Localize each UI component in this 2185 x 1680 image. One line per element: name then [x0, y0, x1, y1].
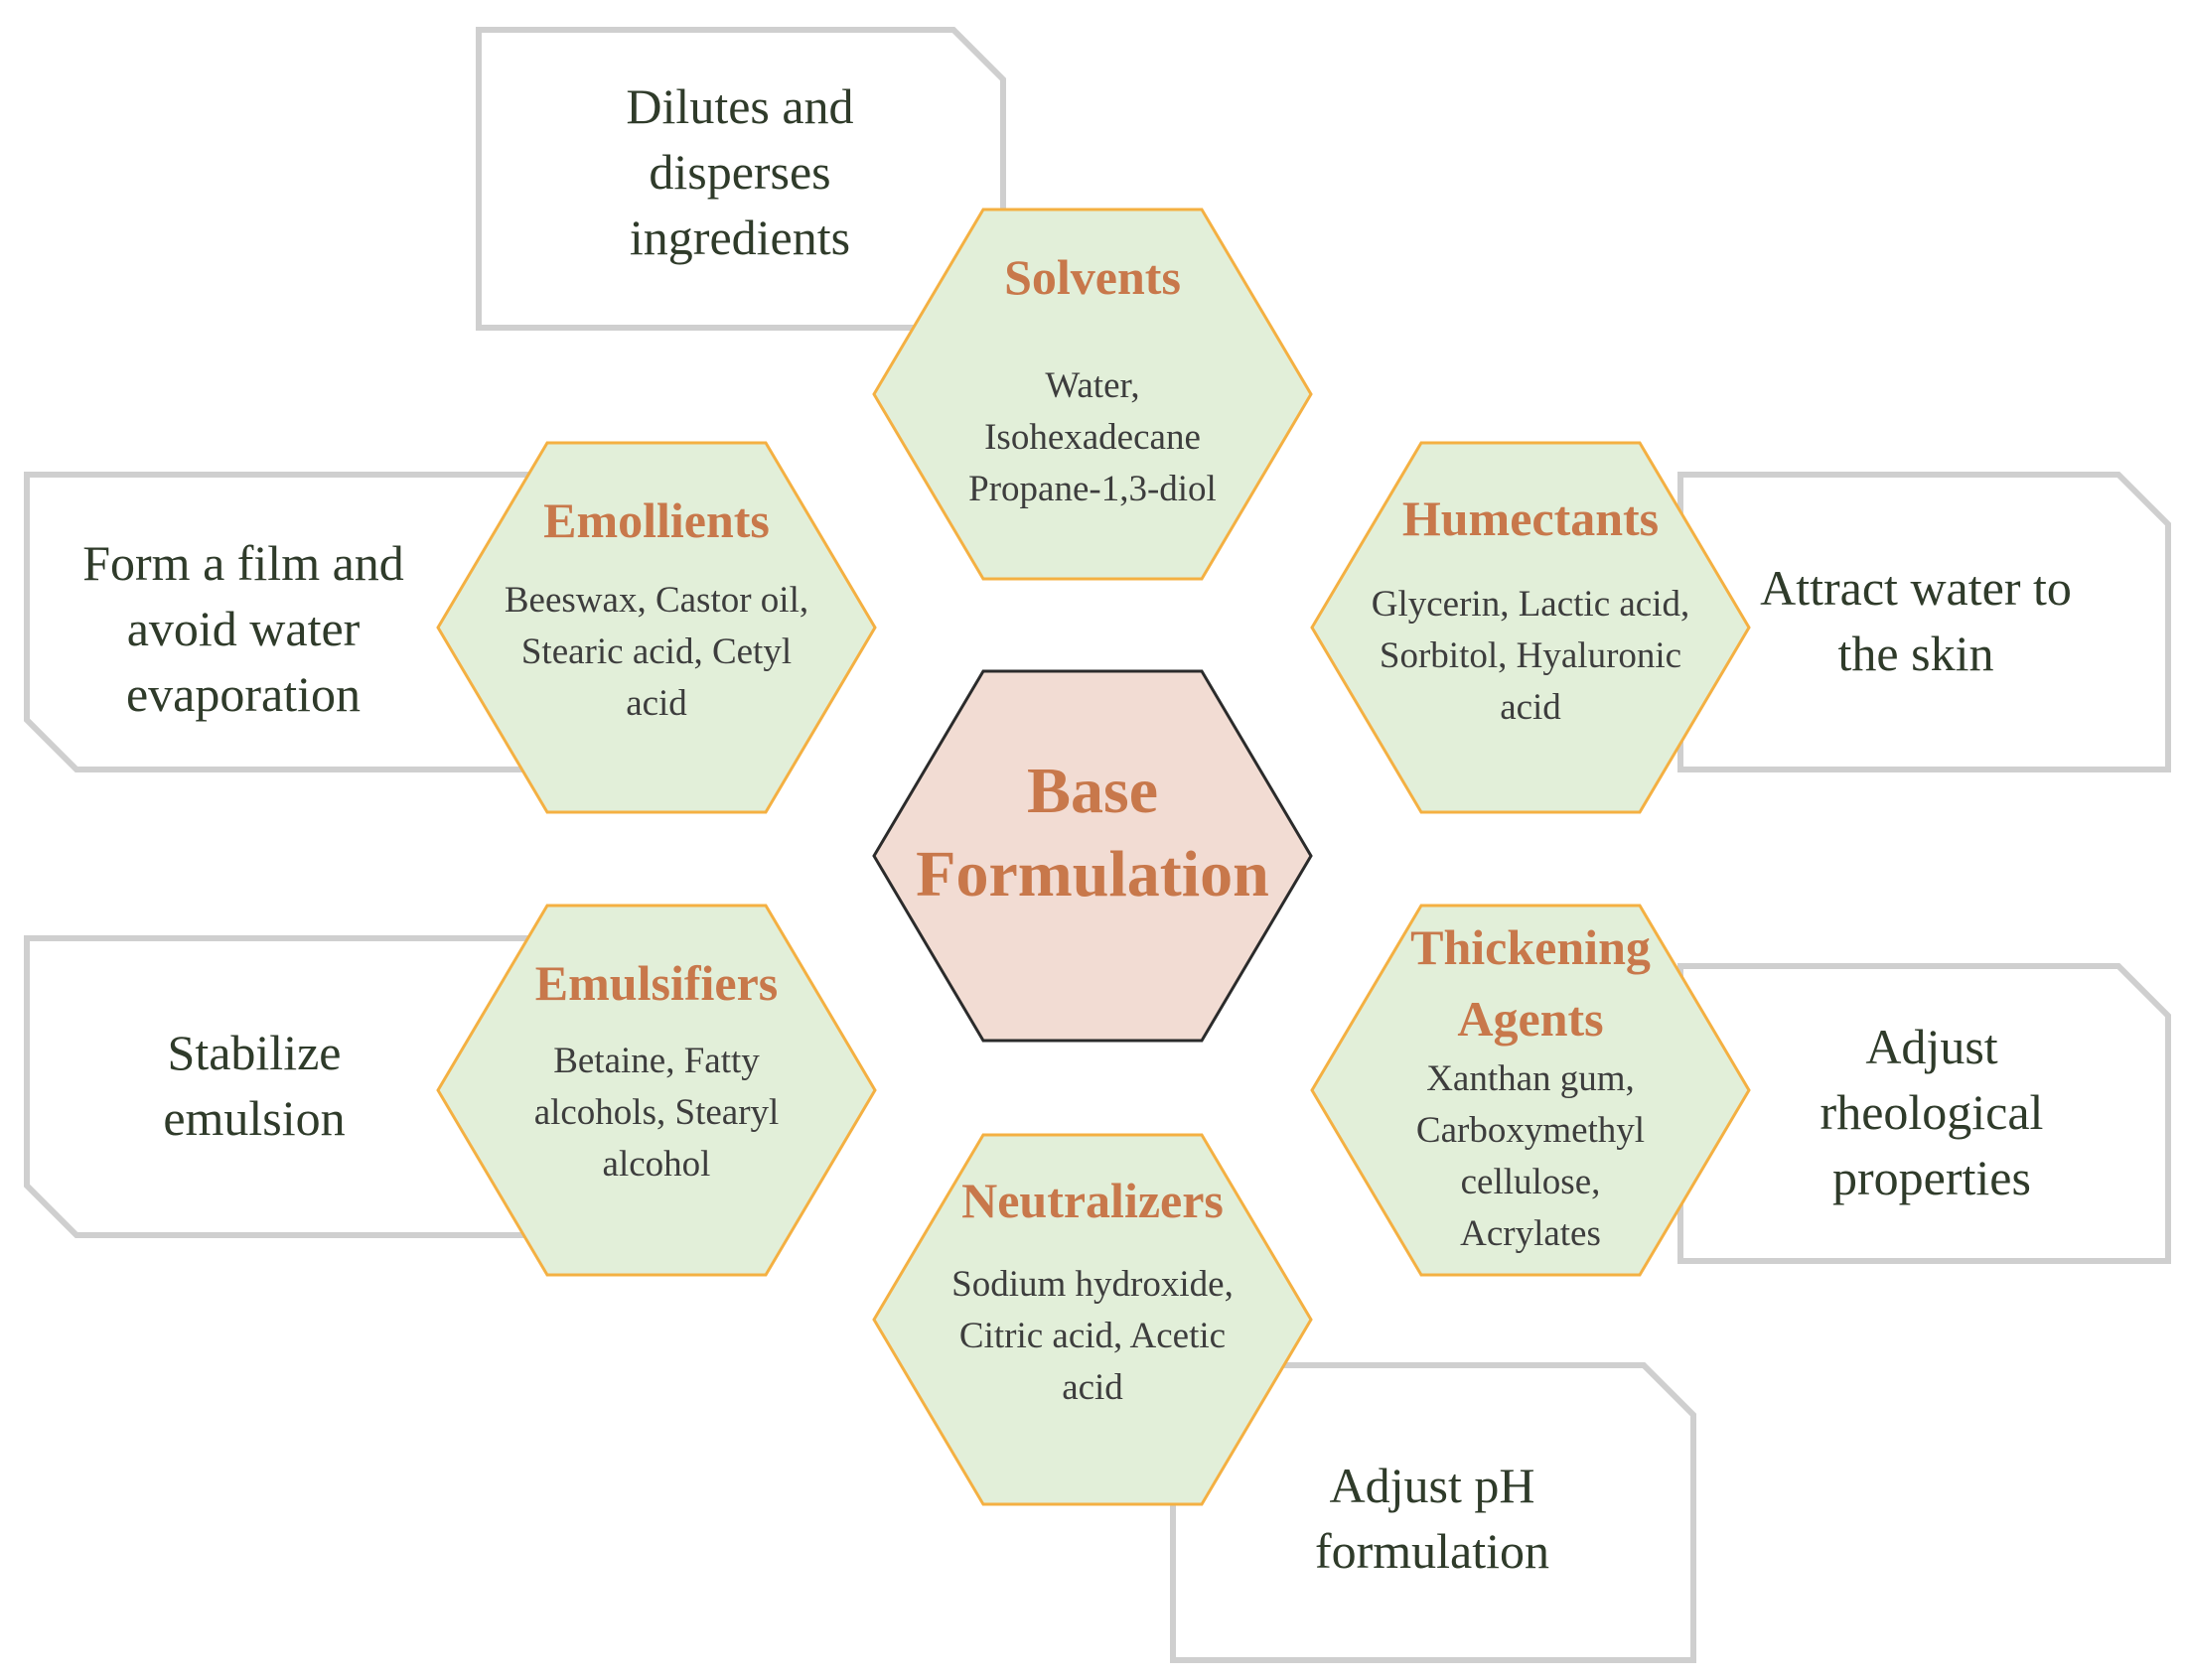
thickening-agents-function-text-line: properties: [1832, 1150, 2031, 1205]
neutralizers-items-line: Citric acid, Acetic: [959, 1316, 1226, 1356]
emollients-function-box: Form a film and avoid water evaporation: [24, 472, 556, 772]
thickening-agents-hexagon-shape: [1310, 904, 1751, 1277]
thickening-agents-items: Xanthan gum, Carboxymethyl cellulose, Acryl…: [1416, 1058, 1645, 1254]
neutralizers-title: Neutralizers: [961, 1173, 1224, 1228]
emollients-function-text: Form a film and avoid water evaporation: [82, 535, 404, 722]
thickening-agents-function-box: Adjust rheological properties: [1677, 963, 2171, 1264]
humectants-function-text-line: Attract water to: [1760, 560, 2072, 616]
neutralizers-function-box: Adjust pH formulation: [1170, 1362, 1696, 1663]
thickening-agents-function-text-line: rheological: [1821, 1084, 2044, 1140]
thickening-agents-title-line: Agents: [1457, 991, 1603, 1047]
solvents-function-text: Dilutes and disperses ingredients: [626, 78, 853, 265]
emulsifiers-hexagon-shape: [436, 904, 877, 1277]
emulsifiers-function-box-shape: [24, 935, 556, 1238]
emulsifiers-function-text: Stabilize emulsion: [163, 1025, 345, 1146]
neutralizers-items-line: acid: [1062, 1367, 1123, 1408]
emulsifiers-function-text-line: Stabilize: [168, 1025, 342, 1080]
emulsifiers-function-box: Stabilize emulsion: [24, 935, 556, 1238]
emulsifiers-title: Emulsifiers: [535, 955, 778, 1011]
solvents-function-text-line: Dilutes and: [626, 78, 853, 134]
thickening-agents-function-text-line: Adjust: [1865, 1019, 1997, 1074]
emulsifiers-title-line: Emulsifiers: [535, 955, 778, 1011]
solvents-title: Solvents: [1004, 249, 1181, 305]
solvents-items-line: Isohexadecane: [984, 417, 1201, 458]
solvents-title-line: Solvents: [1004, 249, 1181, 305]
solvents-function-text-line: ingredients: [630, 210, 850, 265]
solvents-function-box-shape: [476, 27, 1006, 331]
thickening-agents-items-line: Acrylates: [1460, 1213, 1601, 1254]
humectants-function-box-shape: [1677, 472, 2171, 772]
neutralizers-items-line: Sodium hydroxide,: [951, 1264, 1234, 1305]
emollients-hexagon-shape: [436, 441, 877, 814]
solvents-hexagon-shape: [872, 208, 1313, 581]
humectants-function-text-line: the skin: [1838, 626, 1994, 681]
humectants-items-line: Sorbitol, Hyaluronic: [1380, 635, 1681, 676]
humectants-function-text: Attract water to the skin: [1760, 560, 2072, 681]
emollients-function-text-line: evaporation: [126, 666, 361, 722]
thickening-agents-items-line: Carboxymethyl: [1416, 1110, 1645, 1151]
neutralizers-hexagon-shape: [872, 1133, 1313, 1506]
emollients-function-box-shape: [24, 472, 556, 772]
humectants-function-box: Attract water to the skin: [1677, 472, 2171, 772]
solvents-function-box: Dilutes and disperses ingredients: [476, 27, 1006, 331]
emollients-items-line: Stearic acid, Cetyl: [521, 631, 792, 672]
neutralizers-function-text-line: formulation: [1315, 1523, 1549, 1579]
humectants-title: Humectants: [1402, 490, 1659, 546]
emulsifiers-items-line: alcohol: [603, 1144, 711, 1185]
thickening-agents-title-line: Thickening: [1410, 919, 1651, 975]
emollients-title: Emollients: [543, 492, 770, 548]
emollients-function-text-line: Form a film and: [82, 535, 404, 591]
center-title-line: Formulation: [916, 838, 1269, 910]
emollients-items-line: Beeswax, Castor oil,: [505, 580, 808, 621]
emulsifiers-function-text-line: emulsion: [163, 1090, 345, 1146]
humectants-items-line: Glycerin, Lactic acid,: [1372, 584, 1690, 625]
emulsifiers-items-line: alcohols, Stearyl: [534, 1092, 780, 1133]
neutralizers-function-text-line: Adjust pH: [1330, 1458, 1535, 1513]
solvents-items-line: Propane-1,3-diol: [968, 469, 1217, 509]
emollients-items: Beeswax, Castor oil, Stearic acid, Cetyl a…: [505, 580, 808, 724]
center-title-line: Base: [1027, 755, 1158, 827]
emollients-title-line: Emollients: [543, 492, 770, 548]
thickening-agents-function-text: Adjust rheological properties: [1821, 1019, 2044, 1205]
thickening-agents-items-line: cellulose,: [1461, 1162, 1601, 1202]
neutralizers-items: Sodium hydroxide, Citric acid, Acetic acid: [951, 1264, 1234, 1408]
humectants-hexagon-shape: [1310, 441, 1751, 814]
solvents-function-text-line: disperses: [649, 144, 830, 200]
thickening-agents-function-box-shape: [1677, 963, 2171, 1264]
neutralizers-title-line: Neutralizers: [961, 1173, 1224, 1228]
emulsifiers-items-line: Betaine, Fatty: [553, 1041, 760, 1081]
neutralizers-function-text: Adjust pH formulation: [1315, 1458, 1549, 1579]
humectants-items: Glycerin, Lactic acid, Sorbitol, Hyaluron…: [1372, 584, 1690, 728]
humectants-items-line: acid: [1500, 687, 1561, 728]
center-hexagon-shape: [872, 669, 1313, 1043]
emollients-items-line: acid: [626, 683, 687, 724]
solvents-items-line: Water,: [1045, 365, 1139, 406]
neutralizers-function-box-shape: [1170, 1362, 1696, 1663]
emulsifiers-items: Betaine, Fatty alcohols, Stearyl alcohol: [534, 1041, 780, 1185]
humectants-title-line: Humectants: [1402, 490, 1659, 546]
emollients-function-text-line: avoid water: [127, 601, 361, 656]
thickening-agents-items-line: Xanthan gum,: [1426, 1058, 1635, 1099]
